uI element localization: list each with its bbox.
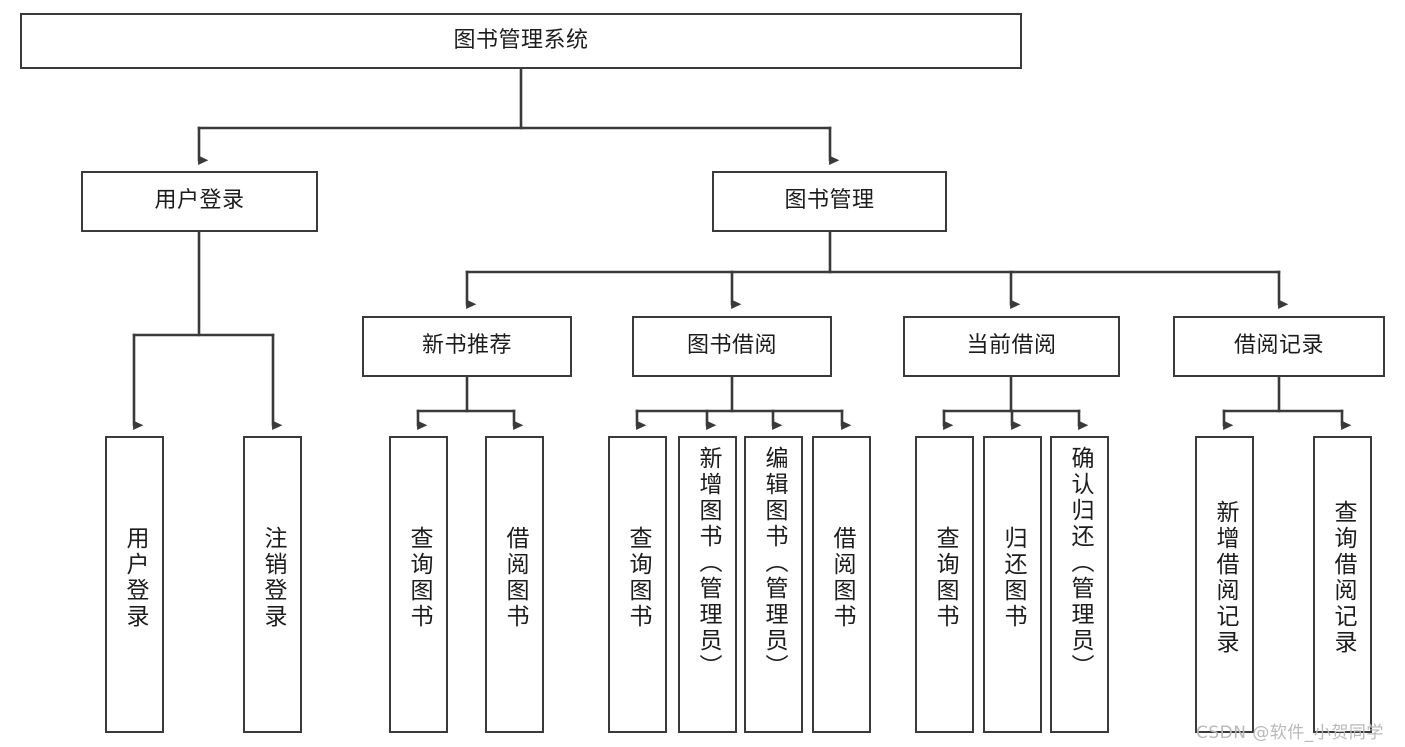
leaf-new-book-borrow-book[interactable]: 借阅图书 [485,436,544,733]
node-label: 图书管理系统 [453,27,589,53]
node-current-borrow[interactable]: 当前借阅 [903,316,1120,377]
node-label: 查询图书 [625,525,651,630]
leaf-book-borrow-add-book-admin[interactable]: 新增图书（管理员） [678,436,737,733]
node-root-book-management-system[interactable]: 图书管理系统 [20,13,1022,69]
node-label: 新增图书（管理员） [695,446,721,680]
leaf-current-borrow-confirm-return-admin[interactable]: 确认归还（管理员） [1050,436,1109,733]
leaf-book-borrow-edit-book-admin[interactable]: 编辑图书（管理员） [744,436,803,733]
node-label: 借阅图书 [502,525,528,630]
node-label: 图书管理 [784,188,875,214]
leaf-current-borrow-return-book[interactable]: 归还图书 [983,436,1042,733]
leaf-book-borrow-borrow-book[interactable]: 借阅图书 [812,436,871,733]
node-label: 图书借阅 [686,333,777,359]
node-label: 确认归还（管理员） [1067,446,1093,680]
leaf-book-borrow-query-book[interactable]: 查询图书 [608,436,667,733]
node-label: 用户登录 [122,525,148,630]
node-label: 新增借阅记录 [1212,499,1238,656]
node-label: 归还图书 [1000,525,1026,630]
leaf-borrow-record-add-record[interactable]: 新增借阅记录 [1195,436,1254,733]
node-label: 用户登录 [154,188,245,214]
node-label: 当前借阅 [966,333,1057,359]
node-label: 借阅图书 [829,525,855,630]
leaf-user-login-logout[interactable]: 注销登录 [243,436,302,733]
node-borrow-record[interactable]: 借阅记录 [1173,316,1385,377]
node-book-management[interactable]: 图书管理 [712,171,947,232]
leaf-borrow-record-query-record[interactable]: 查询借阅记录 [1313,436,1372,733]
node-label: 新书推荐 [421,333,512,359]
node-new-book-recommend[interactable]: 新书推荐 [362,316,572,377]
leaf-new-book-query-book[interactable]: 查询图书 [389,436,448,733]
node-label: 查询图书 [406,525,432,630]
node-book-borrow[interactable]: 图书借阅 [632,316,832,377]
node-label: 注销登录 [260,525,286,630]
node-label: 查询图书 [932,525,958,630]
csdn-watermark: CSDN @软件_小贺同学 [1196,723,1384,743]
node-user-login[interactable]: 用户登录 [81,171,318,232]
node-label: 查询借阅记录 [1330,499,1356,656]
node-label: 编辑图书（管理员） [761,446,787,680]
leaf-user-login-login[interactable]: 用户登录 [105,436,164,733]
leaf-current-borrow-query-book[interactable]: 查询图书 [915,436,974,733]
node-label: 借阅记录 [1233,333,1324,359]
